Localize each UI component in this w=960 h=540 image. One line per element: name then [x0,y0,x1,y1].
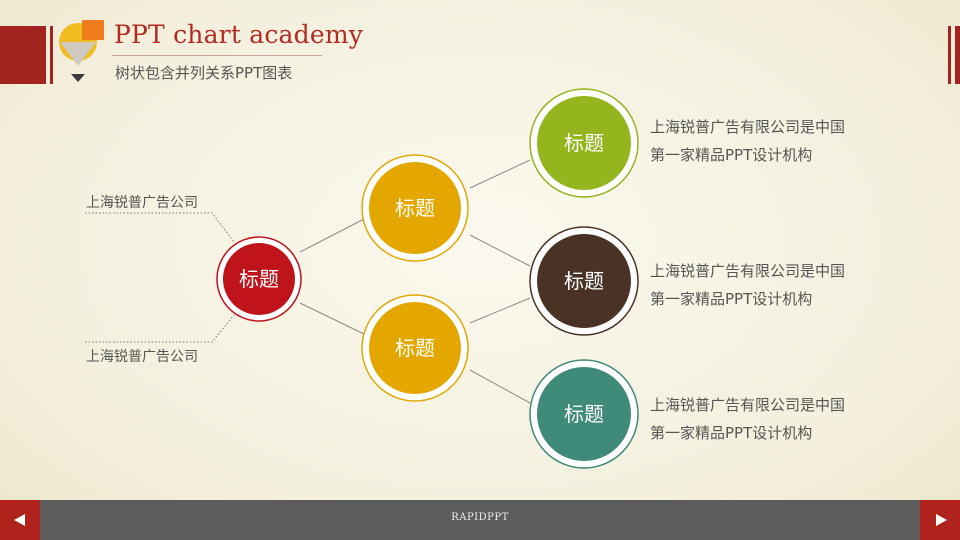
next-slide-button[interactable] [920,500,960,540]
leaf-3-desc-line2: 第一家精品PPT设计机构 [650,424,813,442]
pencil-pie-icon [59,20,104,82]
leaf-node-2-label: 标题 [564,269,604,293]
tree-diagram: 标题 标题 标题 标题 标题 标题 [85,88,639,469]
page-title: PPT chart academy [114,20,364,49]
middle-node-1: 标题 [361,154,469,262]
leaf-2-description: 上海锐普广告有限公司是中国 第一家精品PPT设计机构 [650,257,890,313]
leaf-1-desc-line2: 第一家精品PPT设计机构 [650,146,813,164]
leaf-node-1-label: 标题 [564,131,604,155]
note-leaders [85,212,235,343]
left-note-top: 上海锐普广告公司 [86,195,198,211]
middle-node-2: 标题 [361,294,469,402]
leaf-3-description: 上海锐普广告有限公司是中国 第一家精品PPT设计机构 [650,391,890,447]
tree-connectors [299,159,531,404]
header-red-block-right [955,26,960,84]
leaf-node-3-label: 标题 [564,402,604,426]
header-red-bar-left [50,26,53,84]
root-node: 标题 [216,236,302,322]
middle-node-2-label: 标题 [395,336,435,360]
middle-node-1-label: 标题 [395,196,435,220]
leaf-2-desc-line2: 第一家精品PPT设计机构 [650,290,813,308]
leaf-node-2: 标题 [529,226,639,336]
footer-brand: RAPIDPPT [451,512,509,523]
leaf-3-desc-line1: 上海锐普广告有限公司是中国 [650,396,846,414]
footer-bar [0,500,960,540]
leaf-2-desc-line1: 上海锐普广告有限公司是中国 [650,262,846,280]
leaf-node-3: 标题 [529,359,639,469]
prev-slide-button[interactable] [0,500,40,540]
root-node-label: 标题 [239,267,279,291]
triangle-left-icon [14,514,25,526]
root-node-fill [223,243,295,315]
leaf-1-desc-line1: 上海锐普广告有限公司是中国 [650,118,846,136]
header-red-bar-right [948,26,951,84]
leaf-1-description: 上海锐普广告有限公司是中国 第一家精品PPT设计机构 [650,113,890,169]
title-divider [112,55,322,56]
page-subtitle: 树状包含并列关系PPT图表 [115,64,293,82]
left-note-bottom: 上海锐普广告公司 [86,349,198,365]
leaf-node-1: 标题 [529,88,639,198]
triangle-right-icon [936,514,947,526]
header-red-block-left [0,26,46,84]
